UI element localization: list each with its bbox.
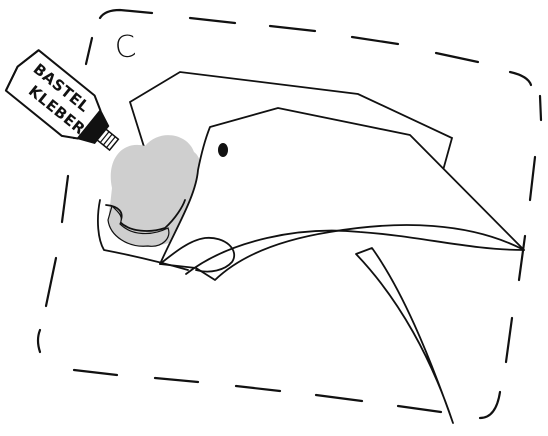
head-front-layer [160,108,524,280]
step-letter: C [113,32,137,64]
neck-strip [356,248,453,423]
glue-tube-icon: BASTEL KLEBER [1,46,130,164]
eye-dot-icon [218,143,228,157]
